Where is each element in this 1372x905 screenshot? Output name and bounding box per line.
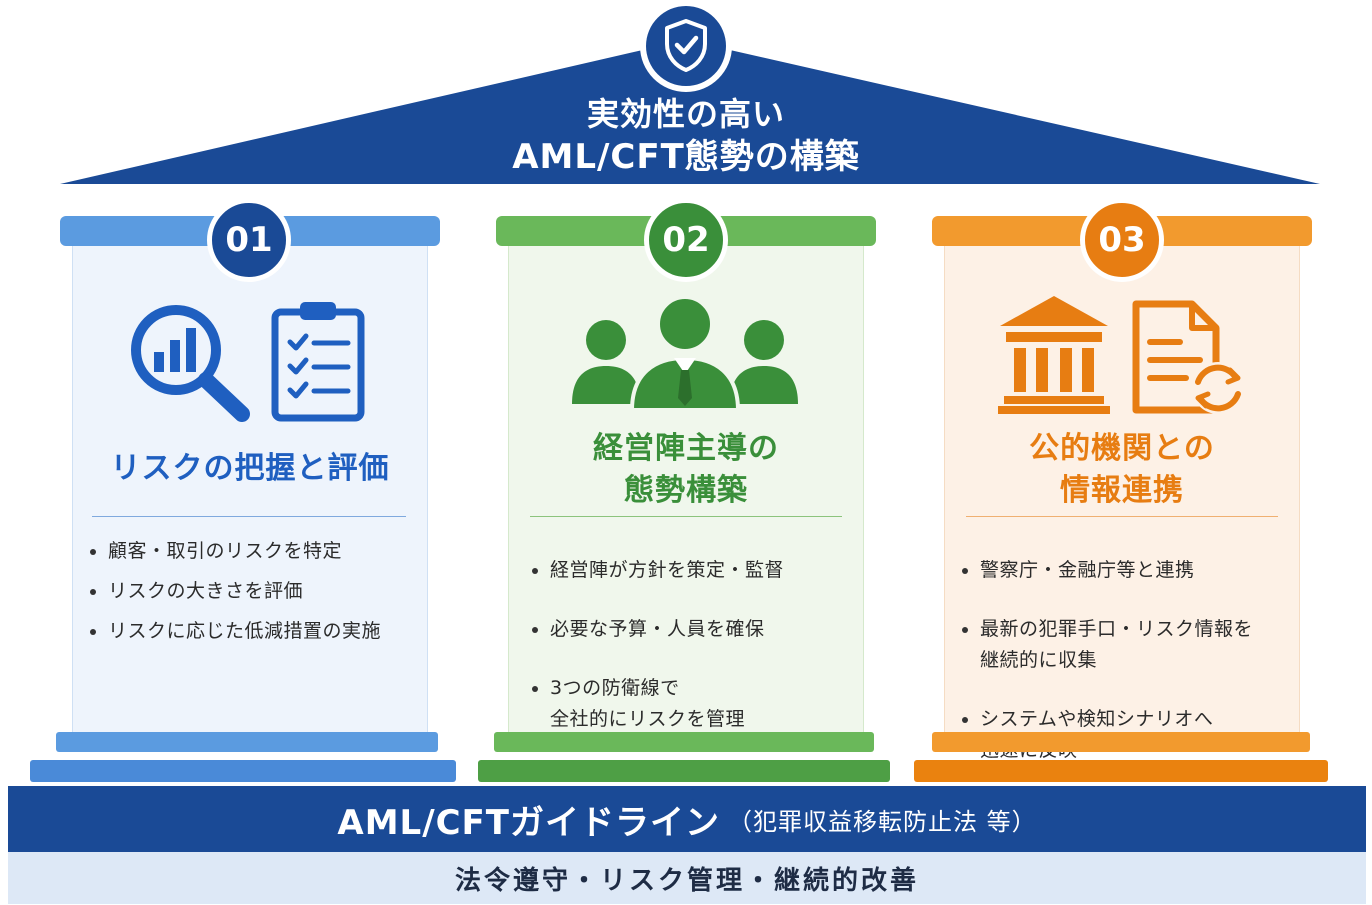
pillar-base-lower — [30, 760, 456, 782]
pillar-divider — [92, 516, 406, 517]
pillar-divider — [530, 516, 842, 517]
roof — [60, 0, 1320, 184]
pillar-number-badge: 03 — [1080, 198, 1164, 282]
foundation-main-text: AML/CFTガイドライン — [337, 802, 720, 843]
pillar-bullet-list: 警察庁・金融庁等と連携 最新の犯罪手口・リスク情報を 継続的に収集 システムや検… — [960, 536, 1290, 794]
roof-title-line1: 実効性の高い — [586, 95, 785, 133]
pillar-base-lower — [478, 760, 890, 782]
management-team-icon — [572, 295, 798, 412]
pillar-title: リスクの把握と評価 — [72, 448, 428, 490]
list-item: リスクに応じた低減措置の実施 — [88, 616, 418, 647]
document-sync-icon — [1132, 300, 1244, 414]
list-item: 顧客・取引のリスクを特定 — [88, 536, 418, 567]
roof-title-line2: AML/CFT態勢の構築 — [512, 137, 860, 177]
pillar-bullet-list: 経営陣が方針を策定・監督 必要な予算・人員を確保 3つの防衛線で 全社的にリスク… — [530, 536, 850, 763]
foundation-sub-text: （犯罪収益移転防止法 等） — [727, 807, 1037, 836]
pillar-base-lower — [914, 760, 1328, 782]
pillar-number-badge: 01 — [207, 198, 291, 282]
pillar-bullet-list: 顧客・取引のリスクを特定 リスクの大きさを評価 リスクに応じた低減措置の実施 — [88, 536, 418, 656]
pillar-divider — [966, 516, 1278, 517]
foundation-label: AML/CFTガイドライン （犯罪収益移転防止法 等） — [8, 786, 1366, 852]
pillar-base-upper — [494, 732, 874, 752]
list-item: 最新の犯罪手口・リスク情報を 継続的に収集 — [960, 614, 1290, 676]
list-item: 警察庁・金融庁等と連携 — [960, 555, 1290, 586]
pillar-shaft — [944, 246, 1300, 732]
foundation-band: AML/CFTガイドライン （犯罪収益移転防止法 等） — [8, 786, 1366, 852]
pillar-title: 公的機関との 情報連携 — [944, 428, 1300, 512]
clipboard-checklist-icon — [271, 302, 365, 422]
pillar-number-badge: 02 — [644, 198, 728, 282]
pillar-base-upper — [932, 732, 1310, 752]
list-item: 必要な予算・人員を確保 — [530, 614, 850, 645]
pillar-title-line: 経営陣主導の — [593, 431, 779, 466]
pillar-title-line: 公的機関との — [1029, 431, 1215, 466]
pillar-base-upper — [56, 732, 438, 752]
pillar-title-line: 態勢構築 — [624, 473, 748, 508]
pillar-title-line: リスクの把握と評価 — [110, 451, 390, 486]
list-item: 経営陣が方針を策定・監督 — [530, 555, 850, 586]
pillar-title-line: 情報連携 — [1060, 473, 1184, 508]
pillar-title: 経営陣主導の 態勢構築 — [508, 428, 864, 512]
base-band: 法令遵守・リスク管理・継続的改善 — [8, 852, 1366, 904]
shield-check-icon — [665, 19, 707, 72]
pillar-shaft — [72, 246, 428, 732]
list-item: リスクの大きさを評価 — [88, 576, 418, 607]
base-text: 法令遵守・リスク管理・継続的改善 — [454, 865, 919, 896]
government-building-icon — [998, 296, 1110, 414]
list-item: 3つの防衛線で 全社的にリスクを管理 — [530, 673, 850, 735]
magnifier-chart-icon — [131, 305, 250, 422]
